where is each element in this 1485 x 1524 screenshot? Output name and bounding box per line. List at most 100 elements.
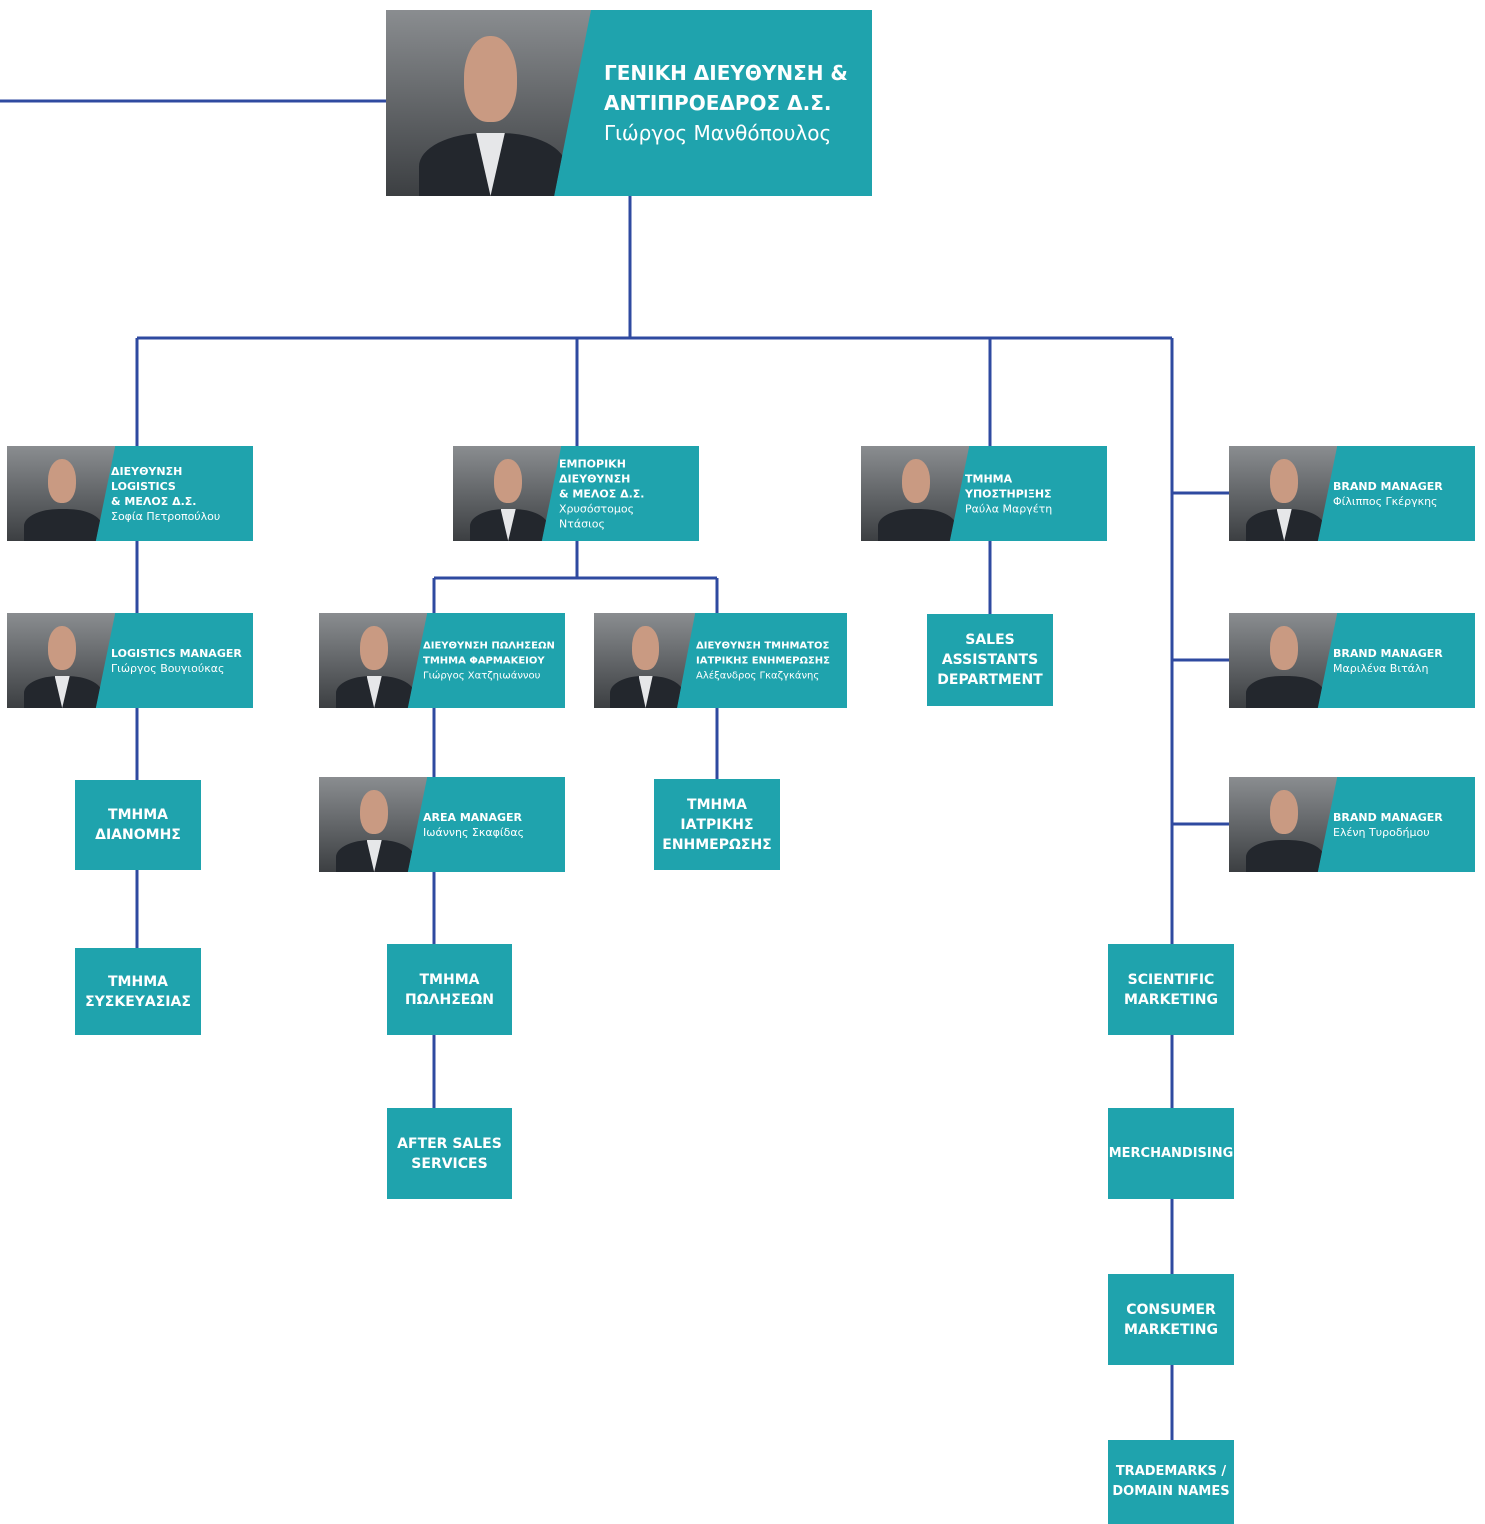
- medical-info-line2: ΙΑΤΡΙΚΗΣ: [680, 816, 754, 833]
- logistics-manager-card[interactable]: LOGISTICS MANAGER Γιώργος Βουγιούκας: [7, 613, 253, 708]
- scientific-marketing-line1: SCIENTIFIC: [1127, 971, 1215, 988]
- merchandising-dept-label: MERCHANDISING: [1109, 1144, 1234, 1164]
- brand-manager-1-photo-head: [1270, 459, 1299, 503]
- commercial-director-text: ΕΜΠΟΡΙΚΗ ΔΙΕΥΘΥΝΣΗ & ΜΕΛΟΣ Δ.Σ. Χρυσόστο…: [559, 456, 693, 531]
- after-sales-line1: AFTER SALES: [397, 1135, 502, 1152]
- commercial-director-name-line1: Χρυσόστομος: [559, 502, 635, 515]
- area-manager-card[interactable]: AREA MANAGER Ιωάννης Σκαφίδας: [319, 777, 565, 872]
- medical-info-director-card[interactable]: ΔΙΕΥΘΥΝΣΗ ΤΜΗΜΑΤΟΣ ΙΑΤΡΙΚΗΣ ΕΝΗΜΕΡΩΣΗΣ Α…: [594, 613, 847, 708]
- sales-dept-label: ΤΜΗΜΑ ΠΩΛΗΣΕΩΝ: [405, 970, 494, 1010]
- scientific-marketing-line2: MARKETING: [1124, 991, 1218, 1008]
- after-sales-line2: SERVICES: [411, 1155, 488, 1172]
- commercial-director-photo-head: [494, 459, 523, 503]
- medical-info-dept[interactable]: ΤΜΗΜΑ ΙΑΤΡΙΚΗΣ ΕΝΗΜΕΡΩΣΗΣ: [654, 779, 780, 870]
- brand-manager-3-card[interactable]: BRAND MANAGER Ελένη Τυροδήμου: [1229, 777, 1475, 872]
- merchandising-dept[interactable]: MERCHANDISING: [1108, 1108, 1234, 1199]
- sales-line2: ΠΩΛΗΣΕΩΝ: [405, 991, 494, 1008]
- support-dept-photo-head: [902, 459, 931, 503]
- packaging-line2: ΣΥΣΚΕΥΑΣΙΑΣ: [85, 993, 191, 1010]
- medical-info-director-photo: [594, 613, 696, 708]
- area-manager-role: AREA MANAGER: [423, 810, 523, 824]
- logistics-manager-name: Γιώργος Βουγιούκας: [111, 661, 225, 675]
- commercial-director-photo: [453, 446, 562, 541]
- brand-manager-2-card[interactable]: BRAND MANAGER Μαριλένα Βιτάλη: [1229, 613, 1475, 708]
- sales-assistants-dept[interactable]: SALES ASSISTANTS DEPARTMENT: [927, 614, 1053, 706]
- brand-manager-1-photo: [1229, 446, 1338, 541]
- logistics-director-photo: [7, 446, 116, 541]
- logistics-manager-text: LOGISTICS MANAGER Γιώργος Βουγιούκας: [111, 646, 247, 676]
- packaging-dept-label: ΤΜΗΜΑ ΣΥΣΚΕΥΑΣΙΑΣ: [85, 972, 191, 1012]
- scientific-marketing-dept[interactable]: SCIENTIFIC MARKETING: [1108, 944, 1234, 1035]
- brand-manager-2-photo: [1229, 613, 1338, 708]
- medical-info-director-name: Αλέξανδρος Γκαζγκάνης: [696, 670, 820, 681]
- medical-info-line3: ΕΝΗΜΕΡΩΣΗΣ: [662, 836, 772, 853]
- medical-info-director-role-line2: ΙΑΤΡΙΚΗΣ ΕΝΗΜΕΡΩΣΗΣ: [696, 655, 830, 666]
- ceo-name: Γιώργος Μανθόπουλος: [604, 121, 832, 145]
- consumer-marketing-line2: MARKETING: [1124, 1321, 1218, 1338]
- after-sales-dept[interactable]: AFTER SALES SERVICES: [387, 1108, 512, 1199]
- brand-manager-2-name: Μαριλένα Βιτάλη: [1333, 661, 1429, 675]
- logistics-director-role-line1: ΔΙΕΥΘΥΝΣΗ LOGISTICS: [111, 464, 183, 493]
- packaging-dept[interactable]: ΤΜΗΜΑ ΣΥΣΚΕΥΑΣΙΑΣ: [75, 948, 201, 1035]
- medical-info-line1: ΤΜΗΜΑ: [687, 796, 747, 813]
- pharmacy-sales-director-role-line1: ΔΙΕΥΘΥΝΣΗ ΠΩΛΗΣΕΩΝ: [423, 640, 555, 651]
- logistics-manager-role: LOGISTICS MANAGER: [111, 646, 242, 660]
- support-dept-card[interactable]: ΤΜΗΜΑ ΥΠΟΣΤΗΡΙΞΗΣ Ραύλα Μαργέτη: [861, 446, 1107, 541]
- packaging-line1: ΤΜΗΜΑ: [108, 973, 168, 990]
- pharmacy-sales-director-text: ΔΙΕΥΘΥΝΣΗ ΠΩΛΗΣΕΩΝ ΤΜΗΜΑ ΦΑΡΜΑΚΕΙΟΥ Γιώρ…: [423, 638, 559, 683]
- brand-manager-1-name: Φίλιππος Γκέργκης: [1333, 494, 1438, 508]
- trademarks-dept[interactable]: TRADEMARKS / DOMAIN NAMES: [1108, 1440, 1234, 1524]
- logistics-manager-photo-head: [48, 626, 77, 670]
- ceo-text: ΓΕΝΙΚΗ ΔΙΕΥΘΥΝΣΗ & ΑΝΤΙΠΡΟΕΔΡΟΣ Δ.Σ. Γιώ…: [604, 58, 848, 148]
- after-sales-dept-label: AFTER SALES SERVICES: [397, 1134, 502, 1174]
- brand-manager-2-photo-head: [1270, 626, 1299, 670]
- trademarks-line2: DOMAIN NAMES: [1112, 1484, 1230, 1499]
- consumer-marketing-dept-label: CONSUMER MARKETING: [1124, 1300, 1218, 1340]
- brand-manager-2-text: BRAND MANAGER Μαριλένα Βιτάλη: [1333, 646, 1469, 676]
- ceo-role-line1: ΓΕΝΙΚΗ ΔΙΕΥΘΥΝΣΗ &: [604, 61, 848, 85]
- logistics-director-card[interactable]: ΔΙΕΥΘΥΝΣΗ LOGISTICS & ΜΕΛΟΣ Δ.Σ. Σοφία Π…: [7, 446, 253, 541]
- commercial-director-role-line2: & ΜΕΛΟΣ Δ.Σ.: [559, 487, 645, 500]
- logistics-director-photo-head: [48, 459, 77, 503]
- ceo-card[interactable]: ΓΕΝΙΚΗ ΔΙΕΥΘΥΝΣΗ & ΑΝΤΙΠΡΟΕΔΡΟΣ Δ.Σ. Γιώ…: [386, 10, 872, 196]
- brand-manager-1-role: BRAND MANAGER: [1333, 479, 1443, 493]
- brand-manager-3-photo-head: [1270, 790, 1299, 834]
- consumer-marketing-line1: CONSUMER: [1126, 1301, 1216, 1318]
- commercial-director-card[interactable]: ΕΜΠΟΡΙΚΗ ΔΙΕΥΘΥΝΣΗ & ΜΕΛΟΣ Δ.Σ. Χρυσόστο…: [453, 446, 699, 541]
- brand-manager-1-card[interactable]: BRAND MANAGER Φίλιππος Γκέργκης: [1229, 446, 1475, 541]
- support-dept-name: Ραύλα Μαργέτη: [965, 502, 1053, 515]
- sales-dept[interactable]: ΤΜΗΜΑ ΠΩΛΗΣΕΩΝ: [387, 944, 512, 1035]
- distribution-line1: ΤΜΗΜΑ: [108, 807, 168, 823]
- logistics-director-role-line2: & ΜΕΛΟΣ Δ.Σ.: [111, 494, 197, 508]
- pharmacy-sales-director-photo: [319, 613, 428, 708]
- distribution-dept[interactable]: ΤΜΗΜΑ ΔΙΑΝΟΜΗΣ: [75, 780, 201, 870]
- area-manager-photo-head: [360, 790, 389, 834]
- sales-assistants-line2: ASSISTANTS: [941, 652, 1039, 668]
- pharmacy-sales-director-name: Γιώργος Χατζηιωάννου: [423, 670, 541, 681]
- logistics-director-name: Σοφία Πετροπούλου: [111, 509, 221, 523]
- brand-manager-3-text: BRAND MANAGER Ελένη Τυροδήμου: [1333, 810, 1469, 840]
- ceo-photo: [386, 10, 591, 196]
- brand-manager-3-name: Ελένη Τυροδήμου: [1333, 825, 1430, 839]
- pharmacy-sales-director-card[interactable]: ΔΙΕΥΘΥΝΣΗ ΠΩΛΗΣΕΩΝ ΤΜΗΜΑ ΦΑΡΜΑΚΕΙΟΥ Γιώρ…: [319, 613, 565, 708]
- area-manager-photo: [319, 777, 428, 872]
- commercial-director-name-line2: Ντάσιος: [559, 517, 605, 530]
- pharmacy-sales-director-role-line2: ΤΜΗΜΑ ΦΑΡΜΑΚΕΙΟΥ: [423, 655, 545, 666]
- brand-manager-3-role: BRAND MANAGER: [1333, 810, 1443, 824]
- distribution-dept-label: ΤΜΗΜΑ ΔΙΑΝΟΜΗΣ: [95, 805, 181, 845]
- brand-manager-2-role: BRAND MANAGER: [1333, 646, 1443, 660]
- ceo-role-line2: ΑΝΤΙΠΡΟΕΔΡΟΣ Δ.Σ.: [604, 91, 832, 115]
- sales-assistants-dept-label: SALES ASSISTANTS DEPARTMENT: [937, 630, 1042, 690]
- scientific-marketing-dept-label: SCIENTIFIC MARKETING: [1124, 970, 1218, 1010]
- consumer-marketing-dept[interactable]: CONSUMER MARKETING: [1108, 1274, 1234, 1365]
- medical-info-dept-label: ΤΜΗΜΑ ΙΑΤΡΙΚΗΣ ΕΝΗΜΕΡΩΣΗΣ: [662, 795, 772, 855]
- trademarks-line1: TRADEMARKS /: [1115, 1464, 1227, 1479]
- sales-assistants-line1: SALES: [965, 632, 1015, 648]
- medical-info-director-photo-head: [632, 626, 659, 670]
- ceo-photo-head: [463, 36, 518, 122]
- brand-manager-3-photo-body: [1246, 839, 1325, 872]
- area-manager-name: Ιωάννης Σκαφίδας: [423, 825, 525, 839]
- support-dept-role: ΤΜΗΜΑ ΥΠΟΣΤΗΡΙΞΗΣ: [965, 472, 1052, 500]
- logistics-director-text: ΔΙΕΥΘΥΝΣΗ LOGISTICS & ΜΕΛΟΣ Δ.Σ. Σοφία Π…: [111, 464, 247, 524]
